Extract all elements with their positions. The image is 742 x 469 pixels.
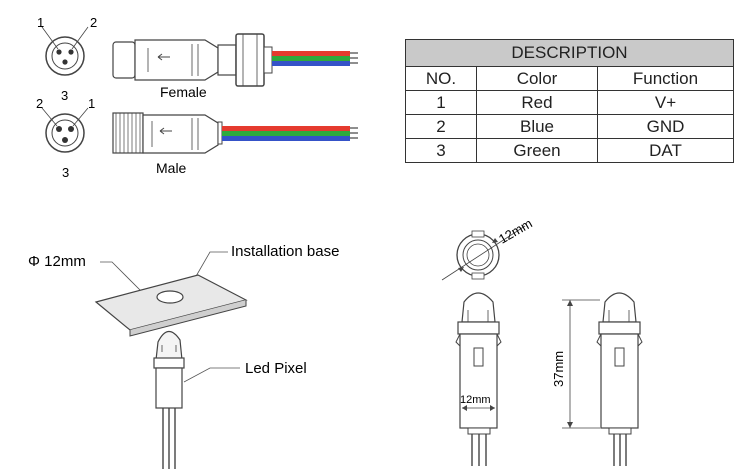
wire-blue (272, 61, 350, 66)
header-no: NO. (405, 66, 477, 91)
female-end-view: 1 2 3 (37, 15, 97, 103)
row-no: 1 (405, 90, 477, 115)
led-pixel-label: Led Pixel (245, 360, 307, 377)
female-pin-2-label: 2 (90, 15, 97, 30)
male-pin-2-label: 2 (36, 96, 43, 111)
row-no: 2 (405, 114, 477, 139)
row-function: DAT (597, 138, 734, 163)
dimension-drawings: 12mm 12mm 37mm (441, 216, 643, 466)
female-pin-1-label: 1 (37, 15, 44, 30)
wire-green (222, 131, 350, 136)
wire-red (222, 126, 350, 131)
header-function: Function (597, 66, 734, 91)
table-row: 2 Blue GND (405, 114, 734, 139)
row-color: Green (476, 138, 598, 163)
male-pin-3-label: 3 (62, 165, 69, 180)
coupling-nut (235, 33, 265, 87)
male-end-view: 2 1 3 (36, 96, 95, 180)
female-cable: Female (112, 33, 358, 100)
wire-blue (222, 136, 350, 141)
male-cable: Male (112, 112, 358, 176)
mounting-hole (156, 290, 184, 304)
height-dimension: 37mm (551, 299, 600, 429)
row-no: 3 (405, 138, 477, 163)
led-pixel-body (155, 367, 183, 409)
installation-base-label: Installation base (231, 243, 339, 260)
header-color: Color (476, 66, 598, 91)
row-color: Red (476, 90, 598, 115)
table-row: 1 Red V+ (405, 90, 734, 115)
male-label: Male (156, 160, 187, 176)
top-view: 12mm (441, 216, 535, 281)
pin-icon (68, 126, 74, 132)
pin-icon (62, 137, 68, 143)
row-function: GND (597, 114, 734, 139)
table-header-row: NO. Color Function (405, 66, 734, 91)
side-view (596, 292, 643, 466)
pin-hole-icon (56, 49, 62, 55)
width-label: 12mm (460, 394, 491, 406)
female-label: Female (160, 84, 207, 100)
row-function: V+ (597, 90, 734, 115)
front-view: 12mm (455, 292, 502, 466)
pin-icon (56, 126, 62, 132)
male-pin-1-label: 1 (88, 96, 95, 111)
wire-green (272, 56, 350, 61)
row-color: Blue (476, 114, 598, 139)
installation-illustration: Φ 12mm Installation base Led Pixel (28, 243, 339, 469)
female-pin-3-label: 3 (61, 88, 68, 103)
pin-hole-icon (68, 49, 74, 55)
pin-hole-icon (62, 59, 68, 65)
wire-red (272, 51, 350, 56)
arrow-icon (157, 53, 170, 61)
table-title-row: DESCRIPTION (405, 39, 734, 67)
table-title: DESCRIPTION (405, 39, 734, 67)
table-row: 3 Green DAT (405, 138, 734, 163)
description-table: DESCRIPTION NO. Color Function 1 Red V+ … (405, 39, 734, 163)
top-diameter-label: 12mm (496, 216, 535, 247)
diameter-label: Φ 12mm (28, 253, 86, 270)
height-label: 37mm (551, 351, 566, 387)
arrow-icon (159, 127, 172, 135)
